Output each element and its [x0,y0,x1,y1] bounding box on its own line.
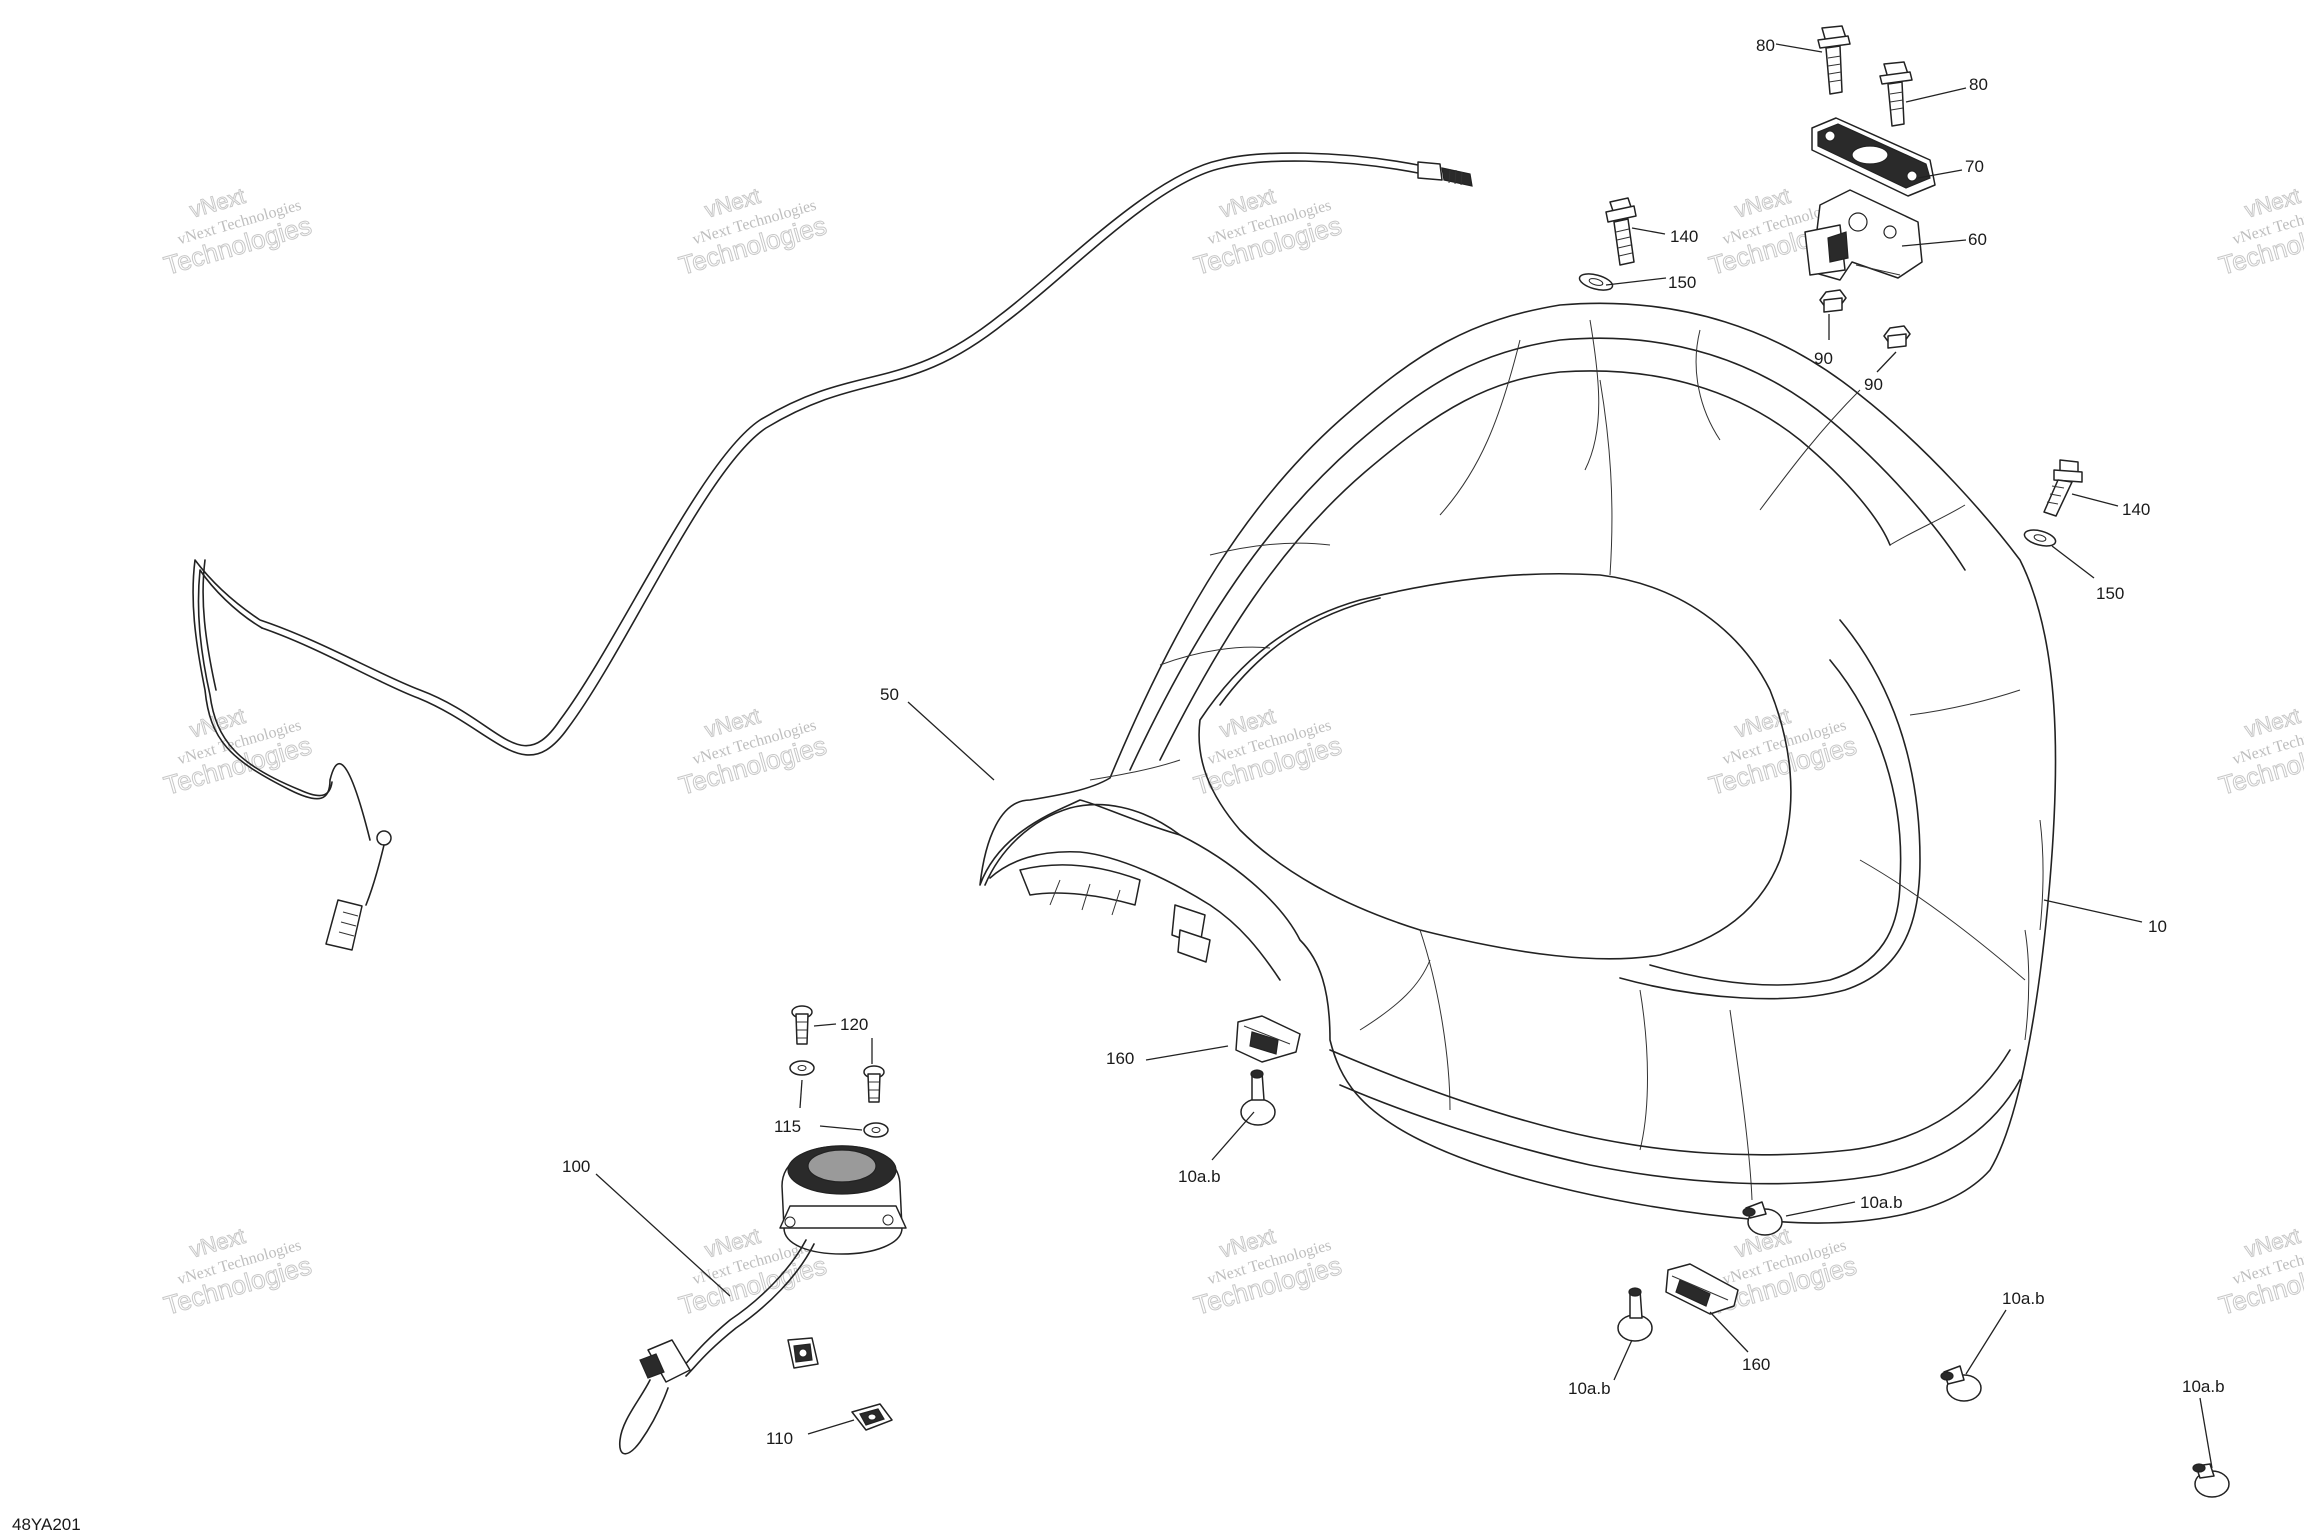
callout-10ab: 10a.b [2182,1377,2225,1396]
callout-60: 60 [1968,230,1987,249]
callout-110: 110 [766,1429,793,1448]
watermark: vNext vNext Technologies Technologies [1705,703,1860,802]
release-cable-50 [192,152,1473,951]
watermark: vNext vNext Technologies Technologies [2215,183,2304,282]
switch-100-icon [618,1145,907,1455]
callout-140: 140 [1670,227,1698,246]
washer-150-icon [1578,273,1614,291]
watermark-layer: vNext vNext Technologies Technologies vN… [160,183,2304,1322]
bumper-10ab-icon [1742,1201,1783,1236]
latch-60-icon [1804,189,1923,281]
latch-assembly [1804,25,1936,349]
watermark: vNext vNext Technologies Technologies [1190,183,1345,282]
callout-10ab: 10a.b [1860,1193,1903,1212]
callout-160: 160 [1106,1049,1134,1068]
washer-115-icon [863,1122,889,1138]
bumper-10ab-icon [2192,1463,2230,1498]
washer-115-icon [789,1060,815,1076]
bumper-10ab-icon [1240,1069,1276,1126]
callout-150: 150 [2096,584,2124,603]
watermark: vNext vNext Technologies Technologies [160,183,315,282]
callout-labels: 80 80 70 60 140 150 90 90 140 150 10 50 … [562,36,2225,1448]
diagram-id: 48YA201 [12,1515,81,1534]
callout-140: 140 [2122,500,2150,519]
callout-115: 115 [774,1117,801,1136]
nut-90-icon [1819,289,1847,313]
callout-10ab: 10a.b [2002,1289,2045,1308]
clip-110-icon [787,1337,819,1369]
leader-lines [595,43,2213,1469]
callout-80: 80 [1756,36,1775,55]
callout-120: 120 [840,1015,868,1034]
callout-10: 10 [2148,917,2167,936]
bolt-140-icon [1605,197,1637,266]
callout-50: 50 [880,685,899,704]
watermark: vNext vNext Technologies Technologies [1190,703,1345,802]
watermark: vNext vNext Technologies Technologies [2215,1223,2304,1322]
watermark: vNext vNext Technologies Technologies [160,703,315,802]
screw-120-icon [791,1005,813,1045]
cable-anchor-icon [376,830,392,846]
cable-adjuster-icon [1417,161,1443,181]
bumper-10ab-icon [1940,1365,1982,1402]
seat-10 [979,302,2057,1224]
bolt-140-icon [2043,459,2083,517]
bolt-80-icon [1817,25,1851,95]
watermark: vNext vNext Technologies Technologies [160,1223,315,1322]
watermark: vNext vNext Technologies Technologies [2215,703,2304,802]
callout-80: 80 [1969,75,1988,94]
watermark: vNext vNext Technologies Technologies [1190,1223,1345,1322]
callout-100: 100 [562,1157,590,1176]
callout-10ab: 10a.b [1178,1167,1221,1186]
plate-70-icon [1811,117,1936,197]
callout-160: 160 [1742,1355,1770,1374]
nut-90-icon [1883,325,1911,349]
callout-70: 70 [1965,157,1984,176]
stopper-160-icon [1665,1263,1739,1315]
cable-boot-icon [325,899,363,951]
bolt-80-icon [1879,61,1913,127]
clip-110-icon [851,1403,893,1431]
watermark: vNext vNext Technologies Technologies [675,183,830,282]
callout-10ab: 10a.b [1568,1379,1611,1398]
callout-150: 150 [1668,273,1696,292]
washer-150-icon [2023,529,2057,547]
screw-120-icon [863,1065,885,1103]
bumper-10ab-icon [1617,1287,1653,1342]
stopper-160-icon [1235,1015,1301,1063]
callout-90: 90 [1814,349,1833,368]
watermark: vNext vNext Technologies Technologies [675,703,830,802]
callout-90: 90 [1864,375,1883,394]
